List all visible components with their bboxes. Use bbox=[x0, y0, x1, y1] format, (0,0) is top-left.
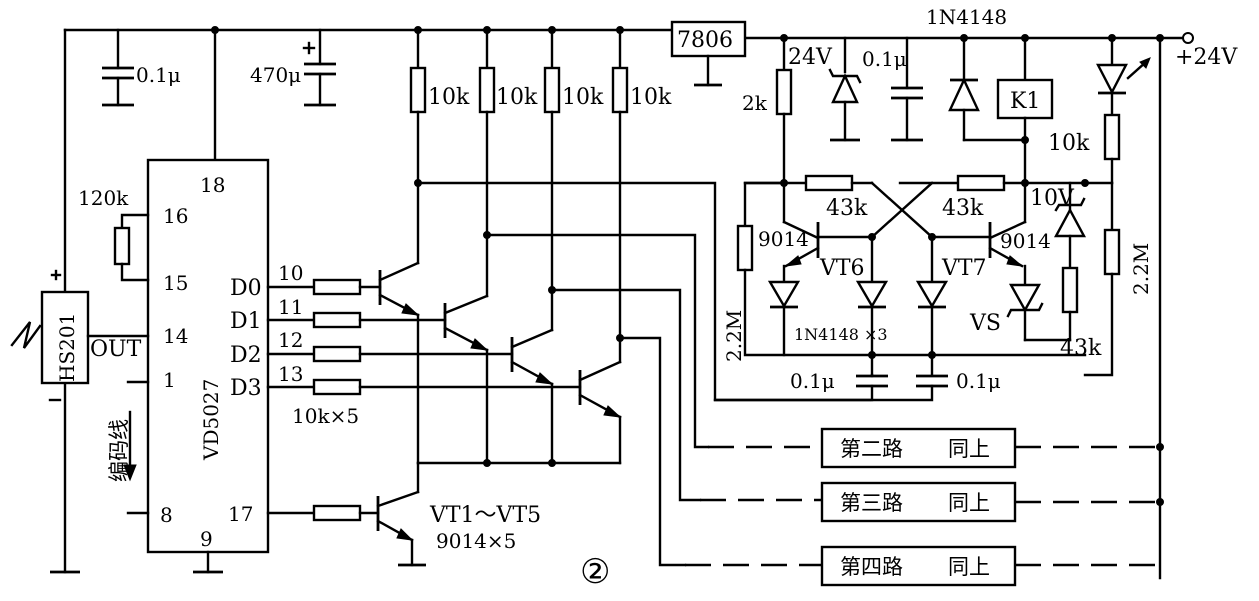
zener-24v-label: 24V bbox=[788, 45, 833, 70]
pin-18: 18 bbox=[200, 173, 225, 197]
pin-d1: D1 bbox=[230, 309, 262, 334]
vt6-label: VT6 bbox=[819, 256, 865, 281]
capacitor-01u-left bbox=[102, 28, 134, 107]
r-10k-3-label: 10k bbox=[562, 85, 604, 110]
cap-470u-label: 470μ bbox=[250, 63, 301, 87]
supply-label: +24V bbox=[1175, 45, 1238, 70]
capacitor-01u-right bbox=[891, 36, 923, 142]
channel-3-box: 第三路 同上 bbox=[820, 481, 1017, 523]
relay-label: K1 bbox=[1010, 89, 1040, 114]
transistor-vt1 bbox=[378, 261, 420, 317]
r-2-2m-right-label: 2.2M bbox=[1129, 243, 1153, 295]
ic-name: VD5027 bbox=[199, 379, 223, 461]
regulator-label: 7806 bbox=[677, 28, 733, 53]
ch2-wire bbox=[485, 233, 710, 449]
r-43k-bottom-label: 43k bbox=[1060, 336, 1102, 361]
vt-type-x5-label: 9014×5 bbox=[436, 529, 516, 553]
figure-number: ② bbox=[580, 552, 610, 592]
led-indicator bbox=[1096, 36, 1151, 185]
ch3-wire bbox=[550, 288, 702, 502]
ch3-note: 同上 bbox=[948, 491, 990, 515]
ch3-name: 第三路 bbox=[840, 491, 903, 515]
pin-14: 14 bbox=[163, 324, 188, 348]
relay-k1 bbox=[996, 36, 1054, 185]
left-rail bbox=[50, 28, 80, 574]
n10-label: 10 bbox=[278, 261, 303, 285]
input-resistors bbox=[266, 278, 582, 522]
ch4-wire bbox=[618, 336, 687, 567]
resistor-2-2m-left bbox=[736, 181, 1087, 357]
n13-label: 13 bbox=[278, 362, 303, 386]
pin-d2: D2 bbox=[230, 343, 262, 368]
transistor-vt2 bbox=[443, 294, 489, 352]
ch2-note: 同上 bbox=[948, 437, 990, 461]
resistor-2-2m-right bbox=[1083, 181, 1121, 377]
vt7-type-label: 9014 bbox=[1000, 229, 1051, 253]
diodes-x3-label: 1N4148 ×3 bbox=[794, 325, 888, 344]
vt1-vt5-label: VT1～VT5 bbox=[429, 503, 541, 528]
diodes-1n4148-x3 bbox=[855, 235, 949, 377]
cap-bottom-left-label: 0.1μ bbox=[790, 369, 835, 393]
transistor-vt4 bbox=[578, 360, 622, 419]
cap-01u-right-label: 0.1μ bbox=[862, 47, 907, 71]
vt6-type-label: 9014 bbox=[758, 227, 809, 251]
emitter-bus bbox=[416, 313, 622, 467]
ch4-note: 同上 bbox=[948, 555, 990, 579]
zener-24v bbox=[828, 36, 862, 142]
pin-15: 15 bbox=[163, 271, 188, 295]
resistor-2k bbox=[775, 36, 793, 185]
r-2k-label: 2k bbox=[742, 91, 768, 115]
regulator-7806 bbox=[670, 20, 747, 87]
channel-2-box: 第二路 同上 bbox=[820, 427, 1017, 469]
r-10k-4-label: 10k bbox=[630, 85, 672, 110]
collector-resistors bbox=[409, 28, 629, 364]
n12-label: 12 bbox=[278, 328, 303, 352]
receiver-hs201 bbox=[10, 269, 150, 402]
capacitor-bottom-left bbox=[856, 351, 888, 402]
transistor-vt6 bbox=[767, 181, 874, 357]
cap-01u-left-label: 0.1μ bbox=[136, 63, 181, 87]
pin-17: 17 bbox=[228, 502, 253, 526]
channel-4-box: 第四路 同上 bbox=[820, 545, 1017, 587]
transistor-vt5 bbox=[376, 461, 426, 567]
out-label: OUT bbox=[90, 337, 142, 362]
transistor-vt3 bbox=[510, 328, 554, 386]
zener-10v-label: 10V bbox=[1030, 186, 1075, 211]
ch4-name: 第四路 bbox=[840, 555, 903, 579]
r-10k-x5-label: 10k×5 bbox=[292, 404, 359, 428]
vs-label: VS bbox=[969, 311, 1001, 336]
r-43k-left-label: 43k bbox=[826, 196, 868, 221]
diode-top-label: 1N4148 bbox=[926, 5, 1007, 29]
diode-1n4148-relay bbox=[948, 36, 1027, 142]
coding-line bbox=[123, 380, 150, 515]
r-43k-right-label: 43k bbox=[942, 196, 984, 221]
capacitor-470u bbox=[302, 28, 336, 107]
pin-1: 1 bbox=[163, 368, 176, 392]
capacitor-bottom-right bbox=[713, 351, 948, 402]
ch2-name: 第二路 bbox=[840, 437, 903, 461]
coding-label: 编码线 bbox=[107, 419, 131, 482]
vt7-label: VT7 bbox=[941, 256, 987, 281]
r-120k-label: 120k bbox=[78, 186, 129, 210]
r-10k-led-label: 10k bbox=[1048, 131, 1090, 156]
zener-vs bbox=[1006, 283, 1044, 342]
pin-8: 8 bbox=[160, 503, 173, 527]
zener-10v bbox=[1023, 181, 1087, 342]
r-10k-1-label: 10k bbox=[428, 85, 470, 110]
transistor-vt7 bbox=[930, 181, 1027, 287]
pin-d3: D3 bbox=[230, 376, 262, 401]
r-2-2m-left-label: 2.2M bbox=[722, 310, 746, 362]
pin-d0: D0 bbox=[230, 276, 262, 301]
n11-label: 11 bbox=[278, 295, 303, 319]
receiver-label: HS201 bbox=[55, 313, 79, 382]
pin-9: 9 bbox=[200, 527, 213, 551]
cap-bottom-right-label: 0.1μ bbox=[956, 369, 1001, 393]
r-10k-2-label: 10k bbox=[496, 85, 538, 110]
pin-16: 16 bbox=[163, 204, 188, 228]
resistor-120k bbox=[113, 213, 150, 282]
